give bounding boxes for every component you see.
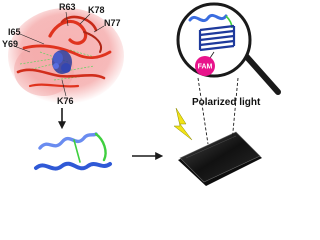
magnifier-lens (176, 2, 252, 78)
polarized-light-label: Polarized light (192, 97, 261, 108)
fp-assay-diagram: R63 K78 N77 I65 Y69 K76 Polarized light (2, 2, 281, 186)
residue-label-k76: K76 (57, 96, 74, 106)
microplate (178, 131, 262, 186)
residue-label-i65: I65 (8, 27, 21, 37)
residue-label-k78: K78 (88, 5, 105, 15)
residue-label-n77: N77 (104, 18, 121, 28)
magnifier: FAM (176, 2, 281, 95)
zoom-guide-lines (197, 77, 239, 145)
bound-ligand (52, 50, 72, 74)
dna-stack (198, 24, 236, 52)
residue-label-y69: Y69 (2, 39, 18, 49)
magnifier-handle (243, 53, 281, 95)
polarized-light-bolt-icon (173, 107, 193, 141)
protein-complex-structure: R63 K78 N77 I65 Y69 K76 (2, 2, 124, 106)
residue-label-r63: R63 (59, 2, 76, 12)
fam-fluorophore (195, 56, 215, 76)
fam-label: FAM (198, 64, 213, 71)
residue-pointers (13, 11, 105, 97)
peptide-hairpin (34, 132, 112, 171)
protein-ribbon (16, 15, 112, 88)
